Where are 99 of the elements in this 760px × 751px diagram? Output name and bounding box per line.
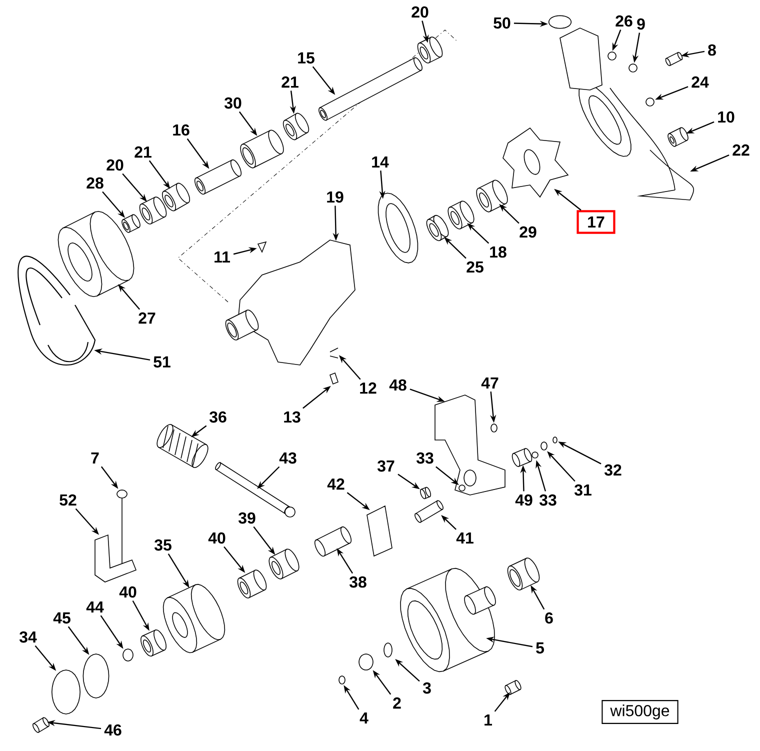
callout-number: 42 bbox=[327, 478, 344, 490]
callout-number: 20 bbox=[412, 6, 428, 18]
callout-number: 13 bbox=[284, 411, 300, 423]
callout-number: 11 bbox=[214, 252, 230, 262]
callout-number: 41 bbox=[456, 532, 474, 544]
callout-number: 31 bbox=[574, 484, 592, 496]
callout-number: 2 bbox=[393, 697, 401, 709]
fitting-drawing bbox=[490, 424, 498, 432]
seal-drawing bbox=[448, 200, 474, 230]
bearing-drawing bbox=[417, 36, 443, 64]
callout-number: 37 bbox=[377, 460, 394, 472]
callout-number: 32 bbox=[604, 464, 622, 476]
callout-number: 12 bbox=[360, 382, 376, 394]
callout-number: 24 bbox=[692, 76, 709, 88]
callout-number: 45 bbox=[53, 612, 70, 624]
callout-number: 47 bbox=[481, 378, 498, 388]
callout-number: 25 bbox=[466, 261, 484, 273]
pin-drawing bbox=[504, 680, 522, 696]
spacer-drawing bbox=[194, 159, 242, 195]
sleeve-drawing bbox=[240, 130, 284, 168]
shaft-drawing bbox=[314, 526, 352, 557]
callout-number: 8 bbox=[708, 44, 716, 56]
screw-drawing bbox=[32, 717, 50, 733]
callout-number: 33 bbox=[416, 452, 434, 464]
nut-drawing bbox=[122, 648, 134, 662]
callout-number: 10 bbox=[718, 111, 734, 123]
gasket-drawing bbox=[82, 654, 110, 698]
callout-number: 14 bbox=[372, 156, 389, 168]
callout-number: 26 bbox=[616, 15, 632, 27]
callout-number: 21 bbox=[282, 76, 298, 88]
callout-number: 36 bbox=[209, 411, 226, 423]
callout-number: 27 bbox=[138, 312, 156, 324]
callout-number: 44 bbox=[86, 602, 104, 613]
callout-number: 22 bbox=[732, 144, 750, 156]
o-ring-drawing bbox=[532, 452, 538, 458]
callout-number: 16 bbox=[173, 124, 190, 136]
arm-drawing bbox=[434, 394, 506, 496]
bearing-drawing bbox=[282, 112, 310, 140]
pin-drawing bbox=[414, 500, 444, 523]
callout-number: 38 bbox=[349, 576, 366, 588]
bearing-drawing bbox=[140, 629, 166, 657]
bracket-drawing bbox=[94, 534, 137, 582]
washer-drawing bbox=[384, 642, 392, 658]
callout-number: 9 bbox=[637, 18, 645, 30]
bearing-drawing bbox=[139, 196, 167, 224]
belt-drawing bbox=[18, 256, 96, 366]
impeller-drawing bbox=[502, 127, 569, 198]
bolt-drawing bbox=[116, 490, 128, 566]
nut-drawing bbox=[338, 676, 346, 684]
gasket-drawing bbox=[378, 192, 418, 264]
callout-number: 6 bbox=[545, 612, 553, 624]
callout-number: 33 bbox=[539, 494, 556, 506]
callout-number: 1 bbox=[484, 714, 492, 726]
bearing-drawing bbox=[268, 548, 300, 580]
highlighted-callout-number: 17 bbox=[576, 210, 616, 234]
screw-drawing bbox=[330, 348, 338, 358]
shaft-drawing bbox=[318, 57, 422, 121]
plug-drawing bbox=[668, 127, 688, 147]
pulley-drawing bbox=[162, 584, 226, 654]
seal-drawing bbox=[426, 214, 449, 242]
nut-drawing bbox=[358, 654, 374, 670]
callout-number: 29 bbox=[520, 226, 536, 238]
callout-number: 39 bbox=[238, 512, 256, 524]
callout-number: 46 bbox=[104, 724, 122, 736]
callout-number: 40 bbox=[208, 532, 226, 544]
washer-drawing bbox=[540, 442, 548, 450]
o-ring-drawing bbox=[548, 15, 572, 29]
callout-number: 18 bbox=[490, 246, 506, 258]
bearing-drawing bbox=[237, 570, 267, 598]
callout-number: 52 bbox=[60, 494, 76, 506]
seal-drawing bbox=[476, 180, 508, 212]
callout-number: 43 bbox=[279, 452, 296, 464]
callout-number: 4 bbox=[360, 712, 368, 724]
spring-drawing bbox=[156, 424, 208, 468]
pulley-drawing bbox=[58, 211, 134, 298]
screw-drawing bbox=[420, 486, 431, 500]
callout-number: 48 bbox=[389, 379, 406, 391]
callout-number: 49 bbox=[515, 494, 532, 506]
drawing-number: wi500ge bbox=[602, 700, 678, 724]
bearing-drawing bbox=[507, 558, 540, 590]
callout-number: 21 bbox=[134, 146, 152, 158]
callout-number: 40 bbox=[119, 586, 136, 598]
callout-number: 50 bbox=[494, 17, 510, 29]
bushing-drawing bbox=[122, 214, 140, 233]
cover-drawing bbox=[52, 670, 80, 714]
pulley-drawing bbox=[400, 568, 496, 672]
callout-number: 34 bbox=[19, 631, 37, 643]
callout-number: 28 bbox=[86, 177, 104, 189]
bearing-drawing bbox=[162, 182, 190, 212]
callout-number: 51 bbox=[154, 356, 170, 368]
callout-number: 7 bbox=[91, 452, 99, 464]
callout-number: 5 bbox=[536, 642, 544, 654]
callout-number: 35 bbox=[154, 539, 172, 551]
callout-number: 19 bbox=[327, 191, 344, 203]
callout-number: 30 bbox=[224, 97, 242, 109]
callout-number: 15 bbox=[298, 52, 314, 64]
callout-number: 3 bbox=[422, 682, 431, 694]
callout-number: 20 bbox=[106, 159, 124, 171]
snap-ring-drawing bbox=[552, 436, 558, 444]
